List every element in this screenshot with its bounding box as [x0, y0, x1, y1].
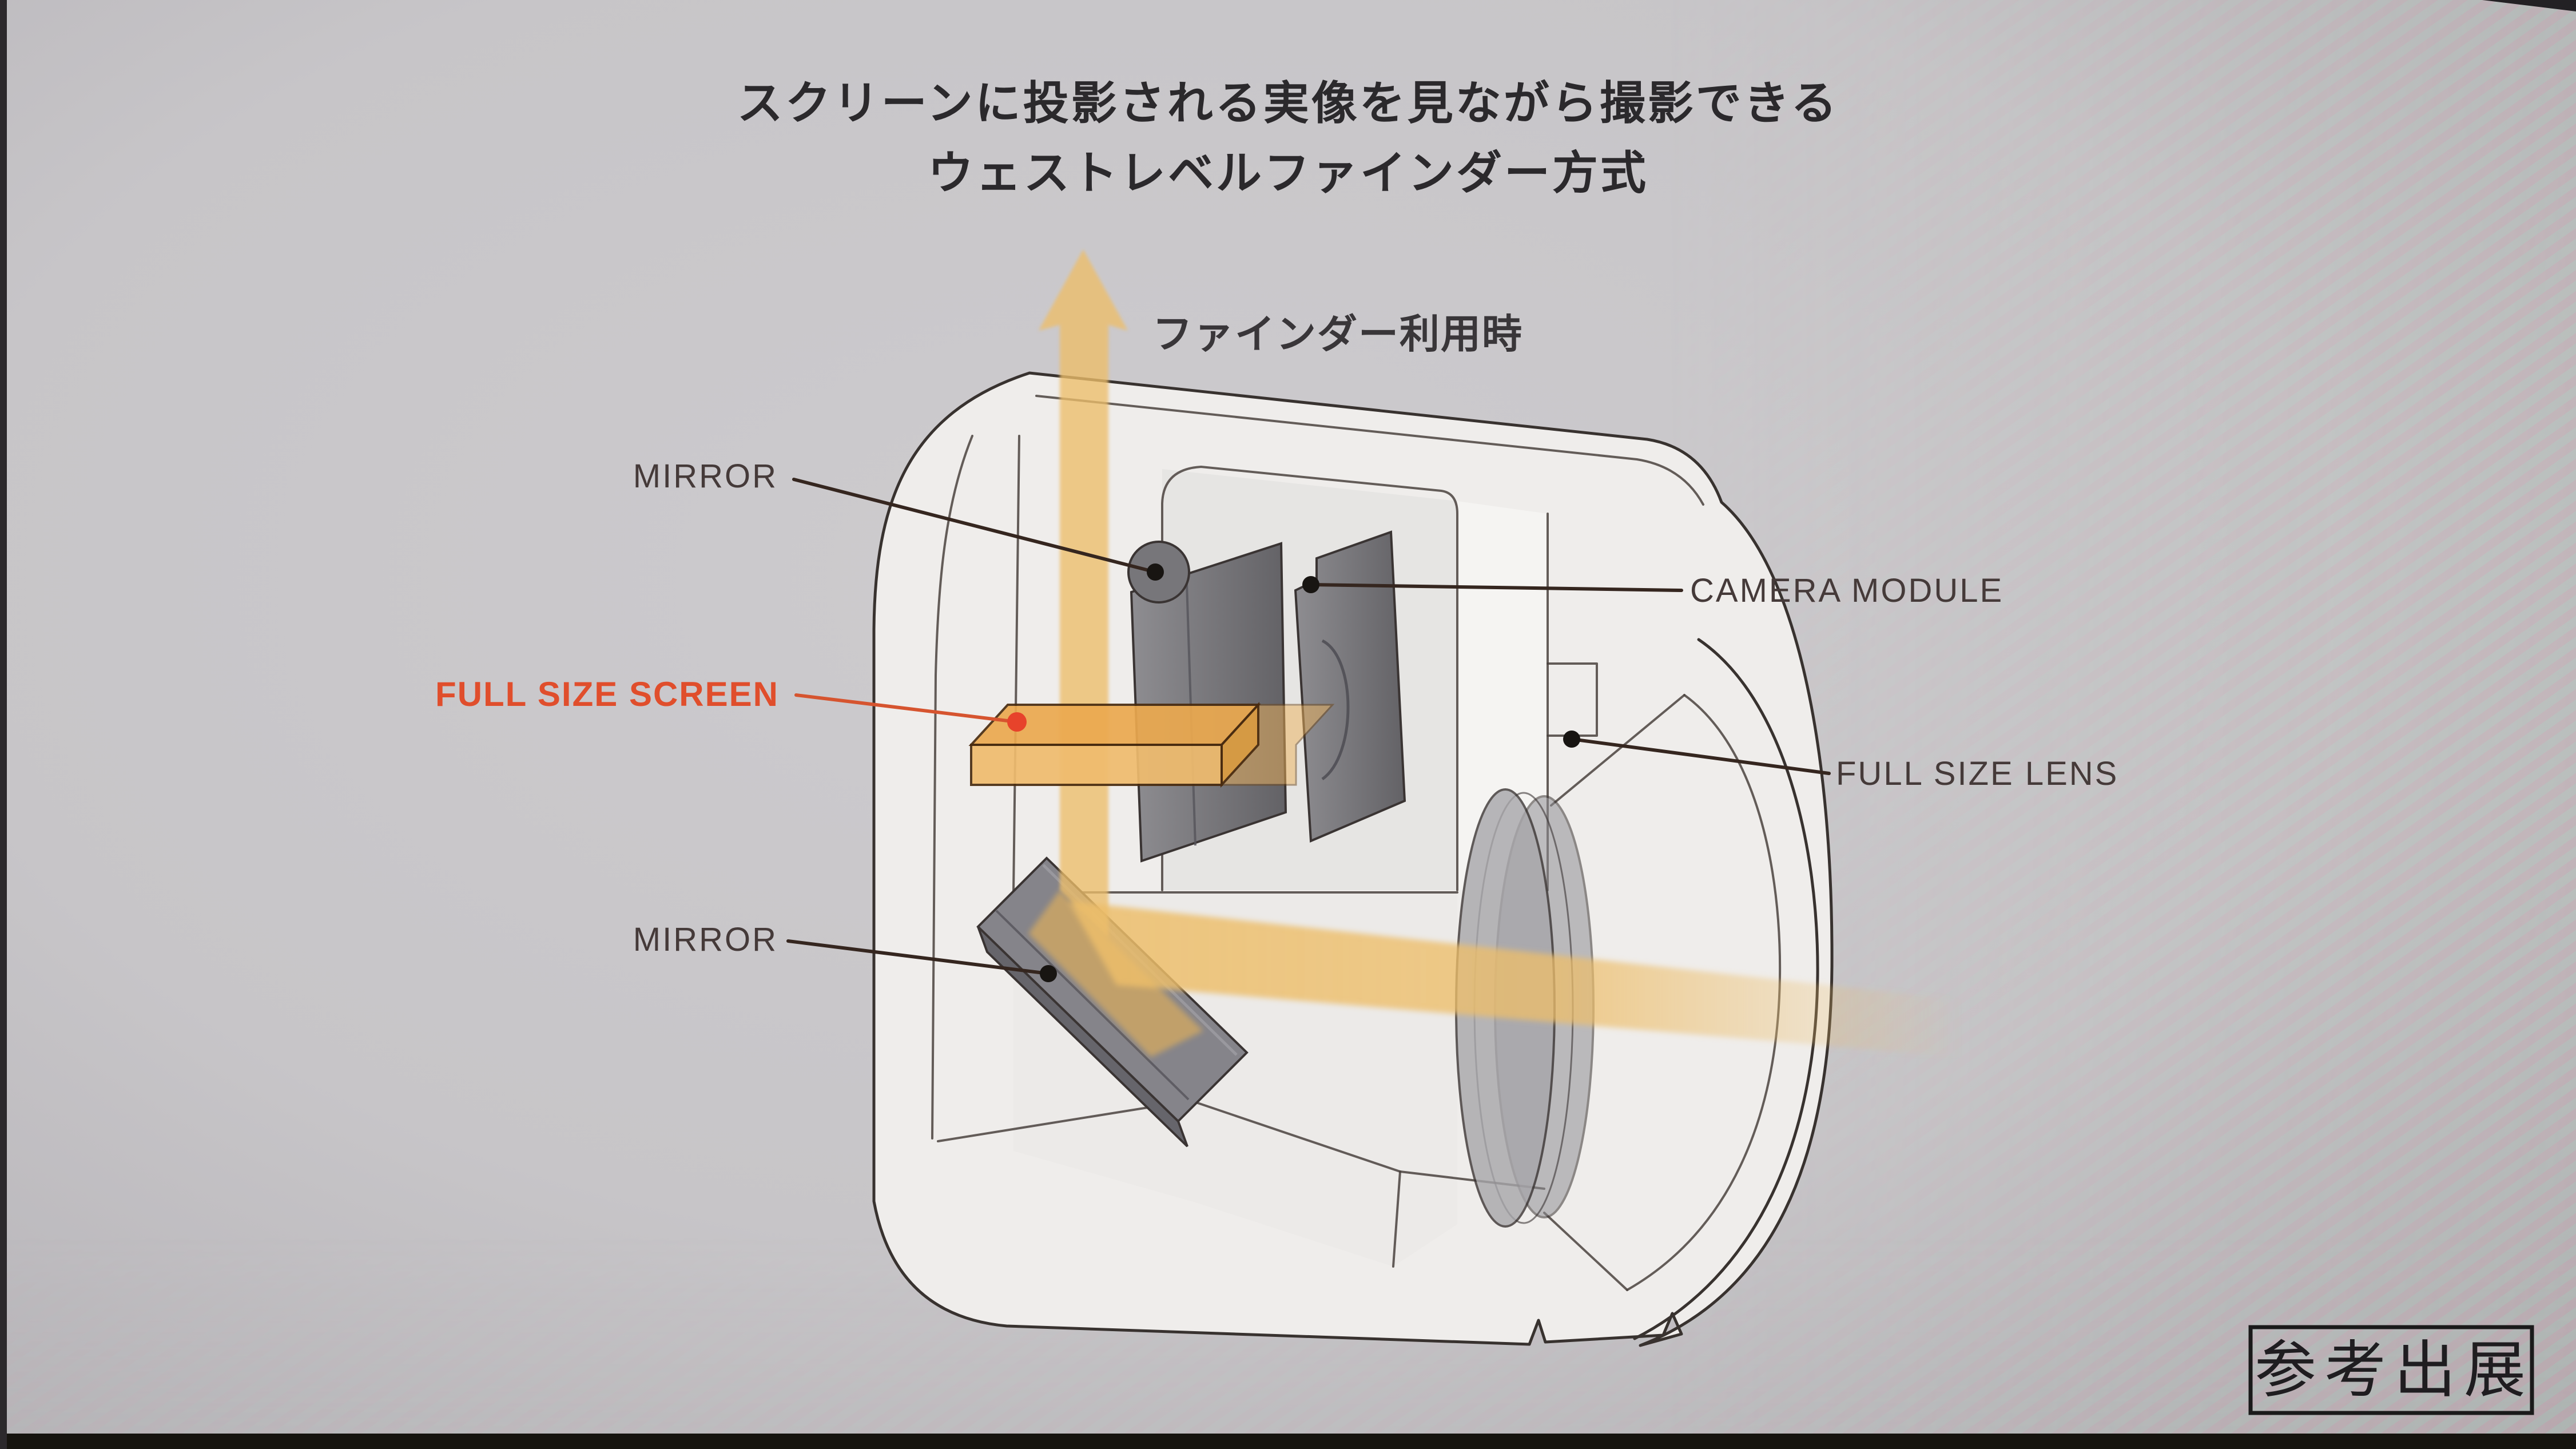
label-camera-module: CAMERA MODULE — [1690, 572, 2003, 609]
dot-camera-module — [1302, 576, 1319, 593]
leader-camera-module — [1309, 583, 1683, 592]
label-mirror-bottom: MIRROR — [633, 921, 778, 958]
callouts — [786, 478, 1831, 982]
camera-body — [872, 371, 1834, 1347]
screen-left-edge — [0, 0, 7, 1449]
top-mirror-part — [1127, 541, 1287, 863]
label-full-size-lens: FULL SIZE LENS — [1836, 755, 2118, 792]
screen-bottom-bezel — [0, 1434, 2576, 1449]
reference-badge-text: 参考出展 — [2255, 1335, 2534, 1404]
leader-mirror-top — [792, 478, 1157, 574]
reference-badge: 参考出展 — [2248, 1325, 2534, 1415]
leader-mirror-bottom — [786, 939, 1050, 975]
title-line2: ウェストレベルファインダー方式 — [928, 148, 1648, 199]
dot-mirror-top — [1147, 563, 1164, 581]
dot-mirror-bottom — [1040, 965, 1057, 982]
leader-full-size-lens — [1570, 737, 1831, 775]
label-mirror-top: MIRROR — [633, 458, 778, 495]
dot-full-size-screen — [1007, 712, 1027, 732]
full-size-screen-part — [968, 701, 1335, 788]
label-full-size-screen: FULL SIZE SCREEN — [435, 675, 779, 713]
leader-full-size-screen — [794, 693, 1019, 724]
barrel-front-rim-inner — [1626, 694, 1782, 1291]
light-beam-horizontal — [1068, 901, 1962, 1057]
finder-mode-label: ファインダー利用時 — [1152, 312, 1523, 356]
dot-full-size-lens — [1563, 731, 1580, 748]
title-line1: スクリーンに投影される実像を見ながら撮影できる — [737, 78, 1839, 129]
screen-top-right-edge — [2482, 0, 2576, 11]
